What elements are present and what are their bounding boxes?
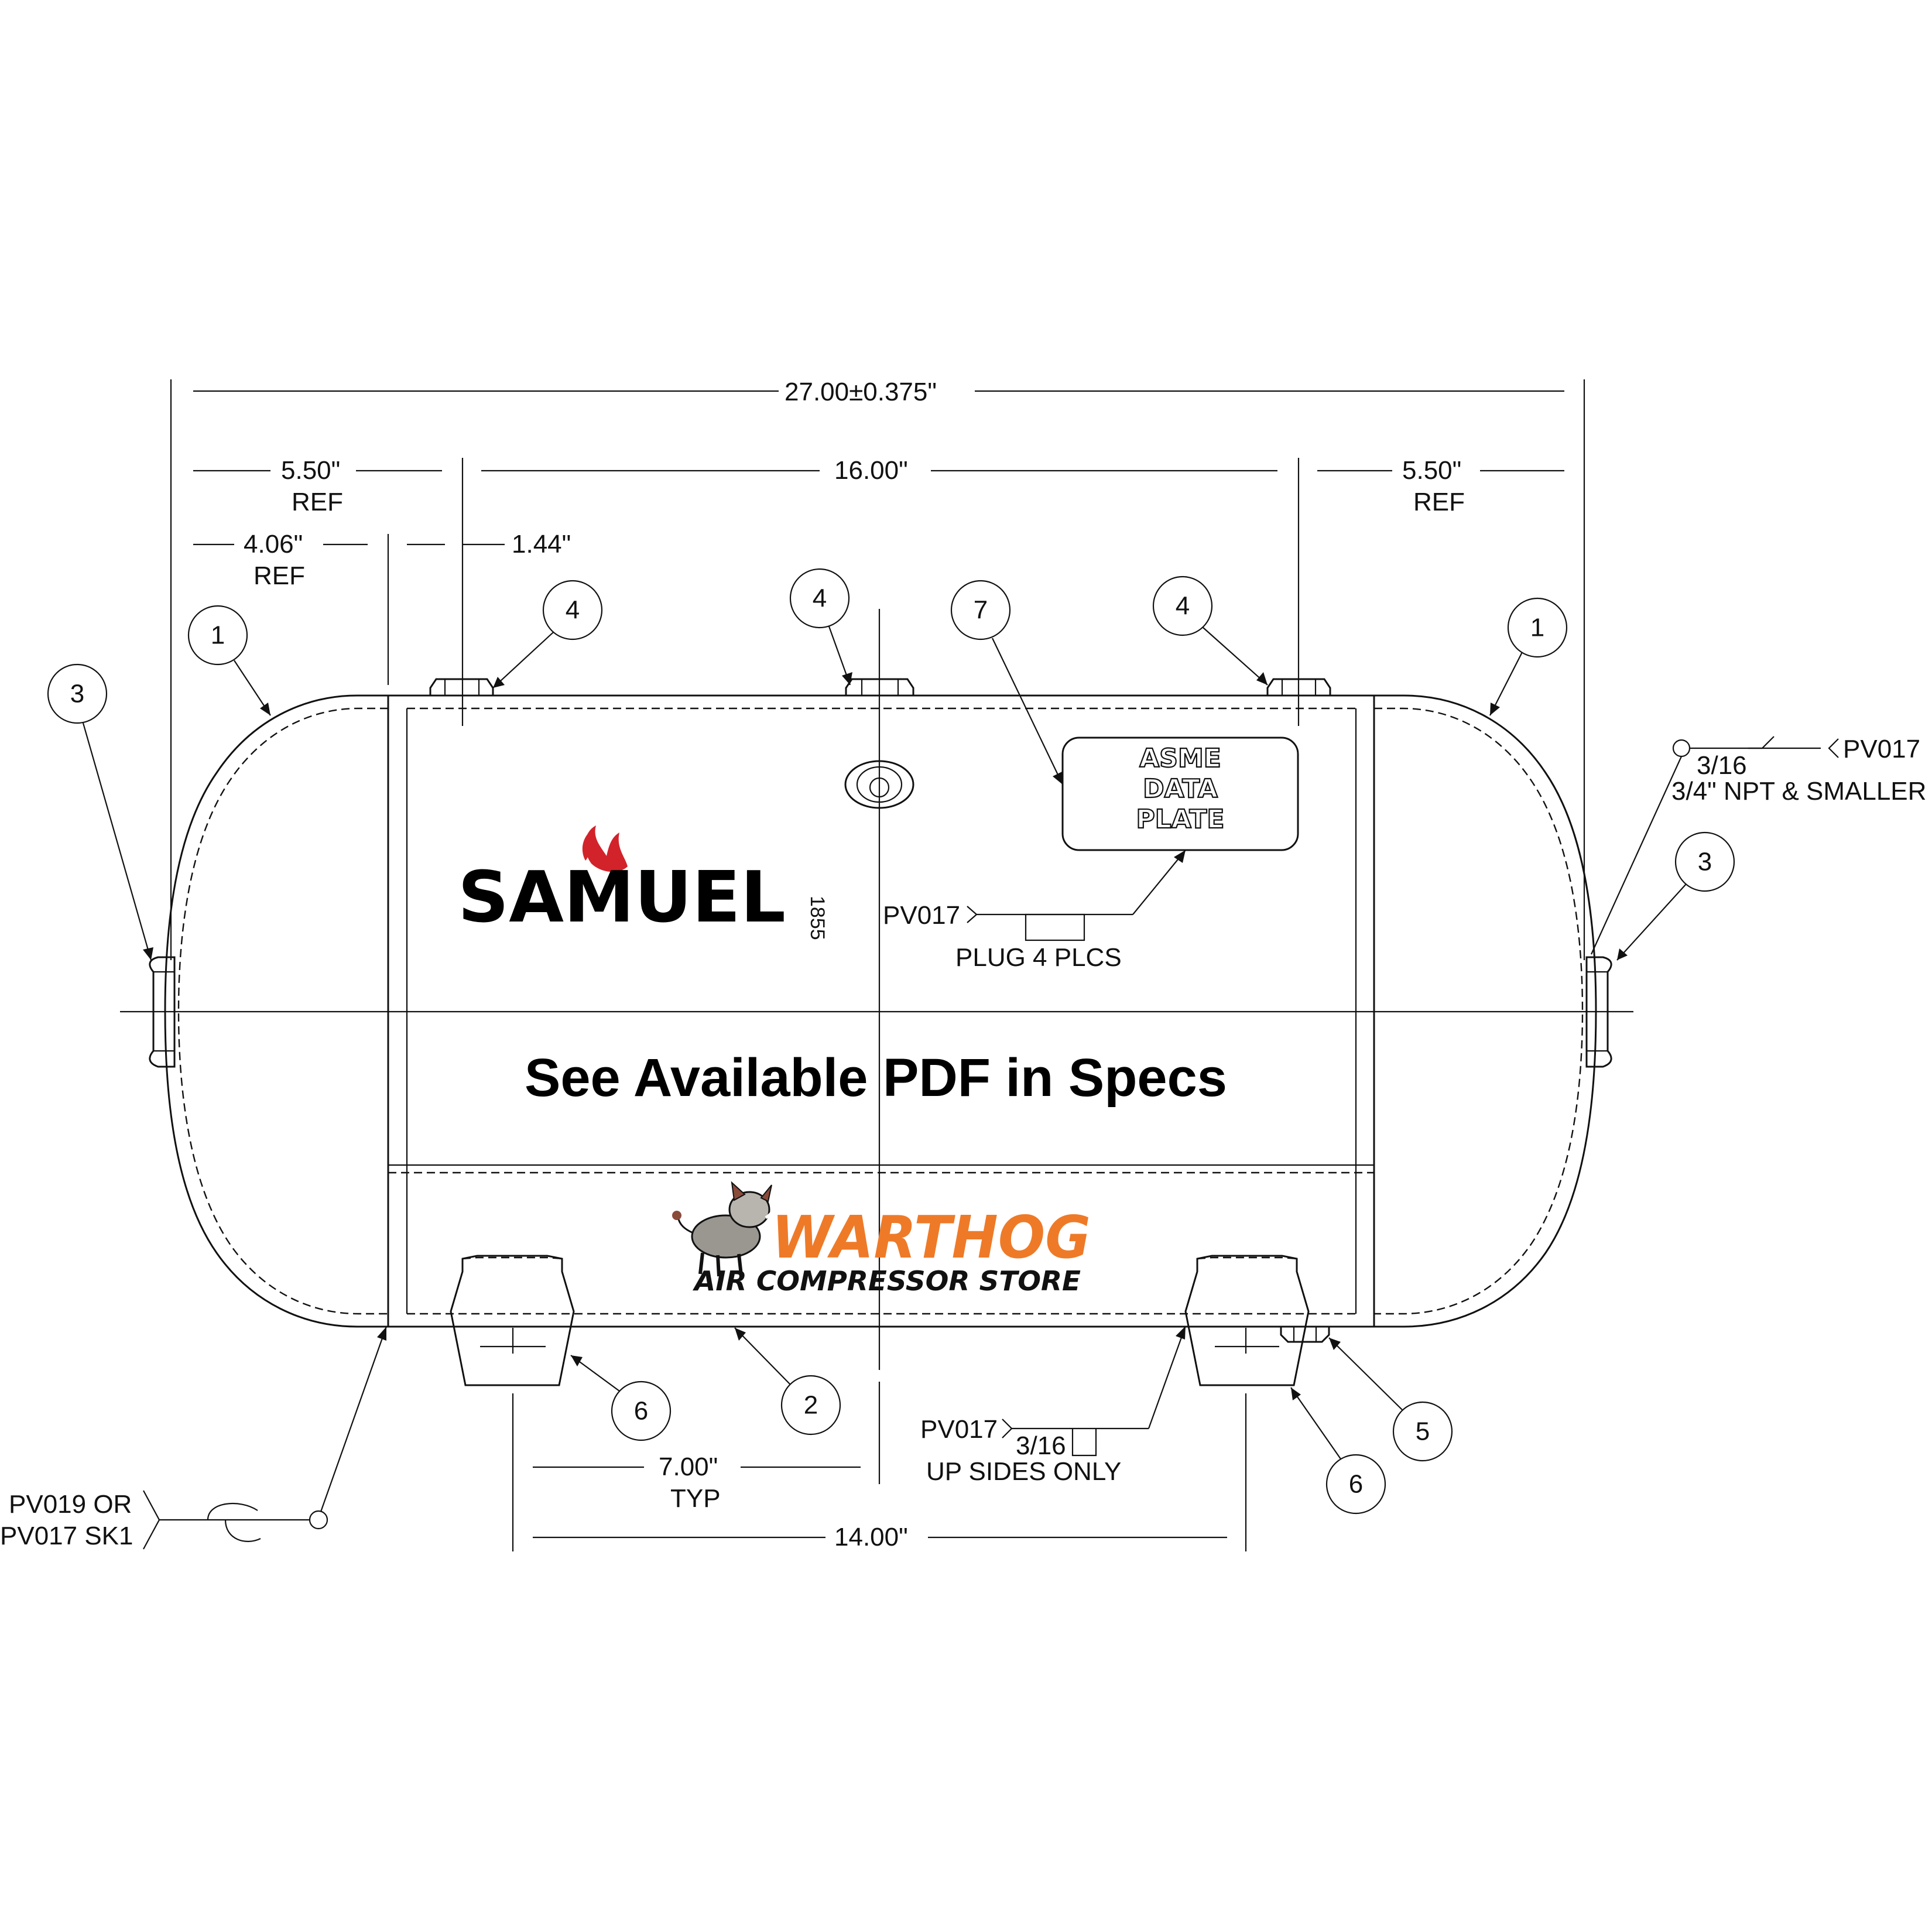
balloon-saddle-left: 6 — [634, 1397, 648, 1426]
right-fitting — [1585, 956, 1612, 1068]
samuel-year: 1855 — [806, 896, 828, 940]
weld-symbol-saddle — [1002, 1325, 1187, 1457]
warthog-wordmark: WARTHOG — [772, 1203, 1091, 1272]
balloon-saddle-right: 6 — [1349, 1470, 1363, 1499]
left-head — [164, 694, 388, 1328]
left-fitting — [149, 956, 176, 1068]
fitting-note: 3/4" NPT & SMALLER — [1671, 777, 1926, 806]
saddle-spec: PV017 — [920, 1415, 998, 1444]
plug-note: PLUG 4 PLCS — [955, 943, 1122, 972]
saddle-note: UP SIDES ONLY — [926, 1457, 1121, 1486]
saddle-left — [450, 1255, 575, 1386]
spec-notice: See Available PDF in Specs — [525, 1048, 1227, 1108]
plug-spec: PV017 — [883, 901, 960, 930]
extension-lines — [120, 379, 1633, 1551]
balloons — [47, 568, 1735, 1515]
balloon-drain: 5 — [1416, 1417, 1430, 1446]
tank-body — [164, 694, 1597, 1328]
balloon-coupling-left: 4 — [566, 596, 580, 625]
asme-data-plate: ASME DATA PLATE — [1061, 737, 1299, 851]
coupling-left — [429, 678, 494, 696]
samuel-wordmark: SAMUEL — [458, 857, 786, 938]
warthog-mascot-icon — [672, 1181, 776, 1277]
dim-coupling-offset: 1.44" — [512, 530, 571, 559]
plate-line2: DATA — [1143, 774, 1218, 804]
fitting-size: 3/16 — [1697, 751, 1747, 780]
coupling-right — [1266, 678, 1331, 696]
plate-line1: ASME — [1139, 744, 1221, 773]
balloon-head-right: 1 — [1530, 614, 1544, 642]
dim-head-left: 5.50" — [281, 456, 340, 485]
saddle-right — [1184, 1255, 1310, 1386]
dim-head-right: 5.50" — [1402, 456, 1461, 485]
dimension-lines — [193, 390, 1564, 1539]
seam-spec-line2: PV017 SK1 — [0, 1522, 133, 1550]
balloon-fitting-left: 3 — [70, 680, 84, 708]
dim-overall-length: 27.00±0.375" — [785, 378, 937, 406]
plate-line3: PLATE — [1136, 804, 1225, 834]
dim-saddle-width: 7.00" — [659, 1453, 718, 1481]
balloon-nameplate: 7 — [974, 596, 988, 625]
warthog-logo: WARTHOG AIR COMPRESSOR STORE — [672, 1181, 1091, 1297]
front-coupling — [844, 760, 914, 809]
seam-spec-line1: PV019 OR — [9, 1490, 132, 1519]
samuel-flame-icon — [582, 825, 628, 872]
shell — [387, 694, 1375, 1328]
balloon-coupling-right: 4 — [1176, 592, 1190, 621]
right-head — [1374, 694, 1597, 1328]
saddle-size: 3/16 — [1016, 1431, 1066, 1460]
dim-coupling-spacing: 16.00" — [834, 456, 908, 485]
dim-head-left-ref: REF — [292, 488, 343, 516]
drain-coupling — [1280, 1327, 1330, 1343]
balloon-coupling-center: 4 — [813, 584, 827, 613]
weld-symbol-fitting — [1590, 736, 1839, 955]
warthog-subtitle: AIR COMPRESSOR STORE — [693, 1265, 1081, 1297]
dim-head-right-ref: REF — [1413, 488, 1465, 516]
fitting-spec: PV017 — [1843, 735, 1920, 763]
balloon-fitting-right: 3 — [1698, 848, 1712, 876]
dim-straight-flange: 4.06" — [244, 530, 303, 559]
samuel-logo: SAMUEL 1855 — [458, 825, 828, 940]
dim-saddle-width-note: TYP — [670, 1484, 721, 1513]
dim-saddle-spacing: 14.00" — [834, 1523, 908, 1551]
dim-straight-flange-ref: REF — [254, 561, 305, 590]
weld-symbol-seam — [143, 1326, 388, 1550]
balloon-head-left: 1 — [211, 621, 225, 650]
weld-symbol-plug — [967, 849, 1186, 941]
coupling-center — [845, 678, 914, 696]
balloon-shell: 2 — [804, 1391, 818, 1420]
